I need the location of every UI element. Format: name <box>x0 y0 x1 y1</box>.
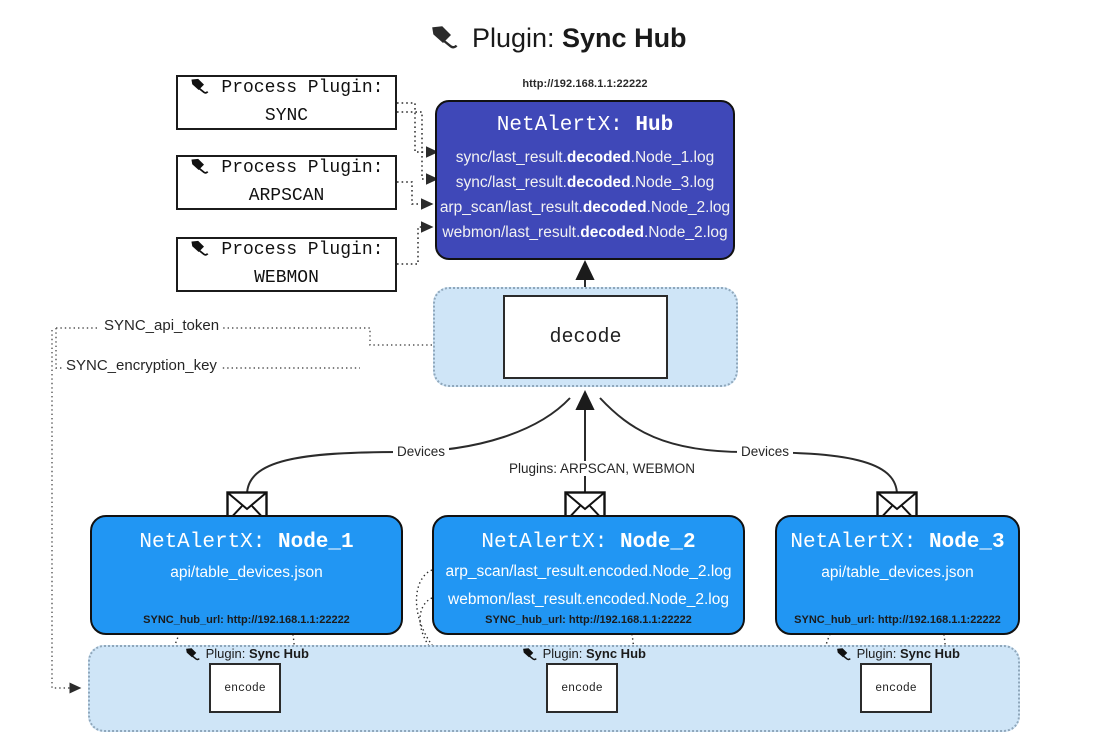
decode-label: decode <box>549 325 622 349</box>
encode-tag-prefix: Plugin: <box>856 646 897 661</box>
node-footer: SYNC_hub_url: http://192.168.1.1:22222 <box>485 614 692 626</box>
encode-tag-prefix: Plugin: <box>542 646 583 661</box>
log-state: decoded <box>580 224 644 241</box>
node-title-prefix: NetAlertX: <box>790 531 917 554</box>
node-title-name: Node_2 <box>620 531 696 554</box>
encode-plugin-tag-2: Plugin: Sync Hub <box>522 646 646 664</box>
encode-tag-prefix: Plugin: <box>205 646 246 661</box>
encode-box-2[interactable]: encode <box>546 663 618 713</box>
page-title-prefix: Plugin: <box>471 23 555 53</box>
node-title-name: Node_1 <box>278 531 354 554</box>
plug-icon <box>185 648 205 664</box>
node-title-prefix: NetAlertX: <box>481 531 608 554</box>
hub-log-line-1: sync/last_result.decoded.Node_1.log <box>437 145 733 170</box>
encode-plugin-tag-1: Plugin: Sync Hub <box>185 646 309 664</box>
encode-label: encode <box>224 681 266 695</box>
edge-label-plugins-center: Plugins: ARPSCAN, WEBMON <box>505 461 700 476</box>
encode-tag-name: Sync Hub <box>249 646 309 661</box>
node-footer: SYNC_hub_url: http://192.168.1.1:22222 <box>794 614 1001 626</box>
process-plugin-name: WEBMON <box>254 268 319 288</box>
node-title: NetAlertX: Node_1 <box>92 528 401 558</box>
node-line: api/table_devices.json <box>170 564 323 581</box>
encode-label: encode <box>561 681 603 695</box>
node-box-2[interactable]: NetAlertX: Node_2 arp_scan/last_result.e… <box>432 515 745 635</box>
process-plugin-name: SYNC <box>264 106 309 126</box>
node-box-1[interactable]: NetAlertX: Node_1 api/table_devices.json… <box>90 515 403 635</box>
encode-box-1[interactable]: encode <box>209 663 281 713</box>
node-footer: SYNC_hub_url: http://192.168.1.1:22222 <box>143 614 350 626</box>
encode-box-3[interactable]: encode <box>860 663 932 713</box>
plug-icon <box>190 240 221 263</box>
hub-log-line-3: arp_scan/last_result.decoded.Node_2.log <box>437 195 733 220</box>
hub-box[interactable]: NetAlertX: Hub sync/last_result.decoded.… <box>435 100 735 260</box>
process-plugin-label: Process Plugin: <box>221 158 384 178</box>
process-plugin-label: Process Plugin: <box>221 240 384 260</box>
encode-tag-name: Sync Hub <box>900 646 960 661</box>
process-plugin-box-webmon[interactable]: Process Plugin: WEBMON <box>176 237 397 292</box>
node-box-3[interactable]: NetAlertX: Node_3 api/table_devices.json… <box>775 515 1020 635</box>
node-line: api/table_devices.json <box>821 564 974 581</box>
node-title: NetAlertX: Node_2 <box>434 528 743 558</box>
process-plugin-box-arpscan[interactable]: Process Plugin: ARPSCAN <box>176 155 397 210</box>
decode-box[interactable]: decode <box>503 295 668 379</box>
log-suffix: .Node_2.log <box>643 224 728 241</box>
edge-label-devices-left: Devices <box>393 444 450 459</box>
node-line: arp_scan/last_result.encoded.Node_2.log <box>445 563 732 580</box>
node-title: NetAlertX: Node_3 <box>777 528 1018 558</box>
log-suffix: .Node_1.log <box>630 149 715 166</box>
config-encryption-key-label: SYNC_encryption_key <box>62 357 221 374</box>
hub-url: http://192.168.1.1:22222 <box>522 78 648 90</box>
hub-log-line-4: webmon/last_result.decoded.Node_2.log <box>437 220 733 245</box>
plug-icon <box>430 26 468 56</box>
hub-title-name: Hub <box>635 114 674 137</box>
page-title-name: Sync Hub <box>562 23 687 53</box>
log-prefix: sync/last_result. <box>455 149 567 166</box>
hub-title: NetAlertX: Hub <box>437 111 733 141</box>
log-state: decoded <box>582 199 647 216</box>
log-prefix: webmon/last_result. <box>442 224 581 241</box>
edge-label-devices-right: Devices <box>737 444 794 459</box>
plug-icon <box>836 648 856 664</box>
log-prefix: sync/last_result. <box>455 174 567 191</box>
node-line: webmon/last_result.encoded.Node_2.log <box>448 591 729 608</box>
node-title-prefix: NetAlertX: <box>139 531 266 554</box>
encode-label: encode <box>875 681 917 695</box>
page-title: Plugin: Sync Hub <box>0 18 1117 61</box>
plug-icon <box>190 78 221 101</box>
hub-log-line-2: sync/last_result.decoded.Node_3.log <box>437 170 733 195</box>
log-state: decoded <box>566 174 631 191</box>
process-plugin-box-sync[interactable]: Process Plugin: SYNC <box>176 75 397 130</box>
node-title-name: Node_3 <box>929 531 1005 554</box>
process-plugin-label: Process Plugin: <box>221 78 384 98</box>
config-api-token-label: SYNC_api_token <box>100 317 224 334</box>
log-suffix: .Node_3.log <box>630 174 715 191</box>
log-suffix: .Node_2.log <box>646 199 731 216</box>
plug-icon <box>190 158 221 181</box>
encode-plugin-tag-3: Plugin: Sync Hub <box>836 646 960 664</box>
log-state: decoded <box>566 149 631 166</box>
encode-tag-name: Sync Hub <box>586 646 646 661</box>
plug-icon <box>522 648 542 664</box>
log-prefix: arp_scan/last_result. <box>439 199 583 216</box>
process-plugin-name: ARPSCAN <box>248 186 325 206</box>
hub-title-prefix: NetAlertX: <box>496 114 623 137</box>
